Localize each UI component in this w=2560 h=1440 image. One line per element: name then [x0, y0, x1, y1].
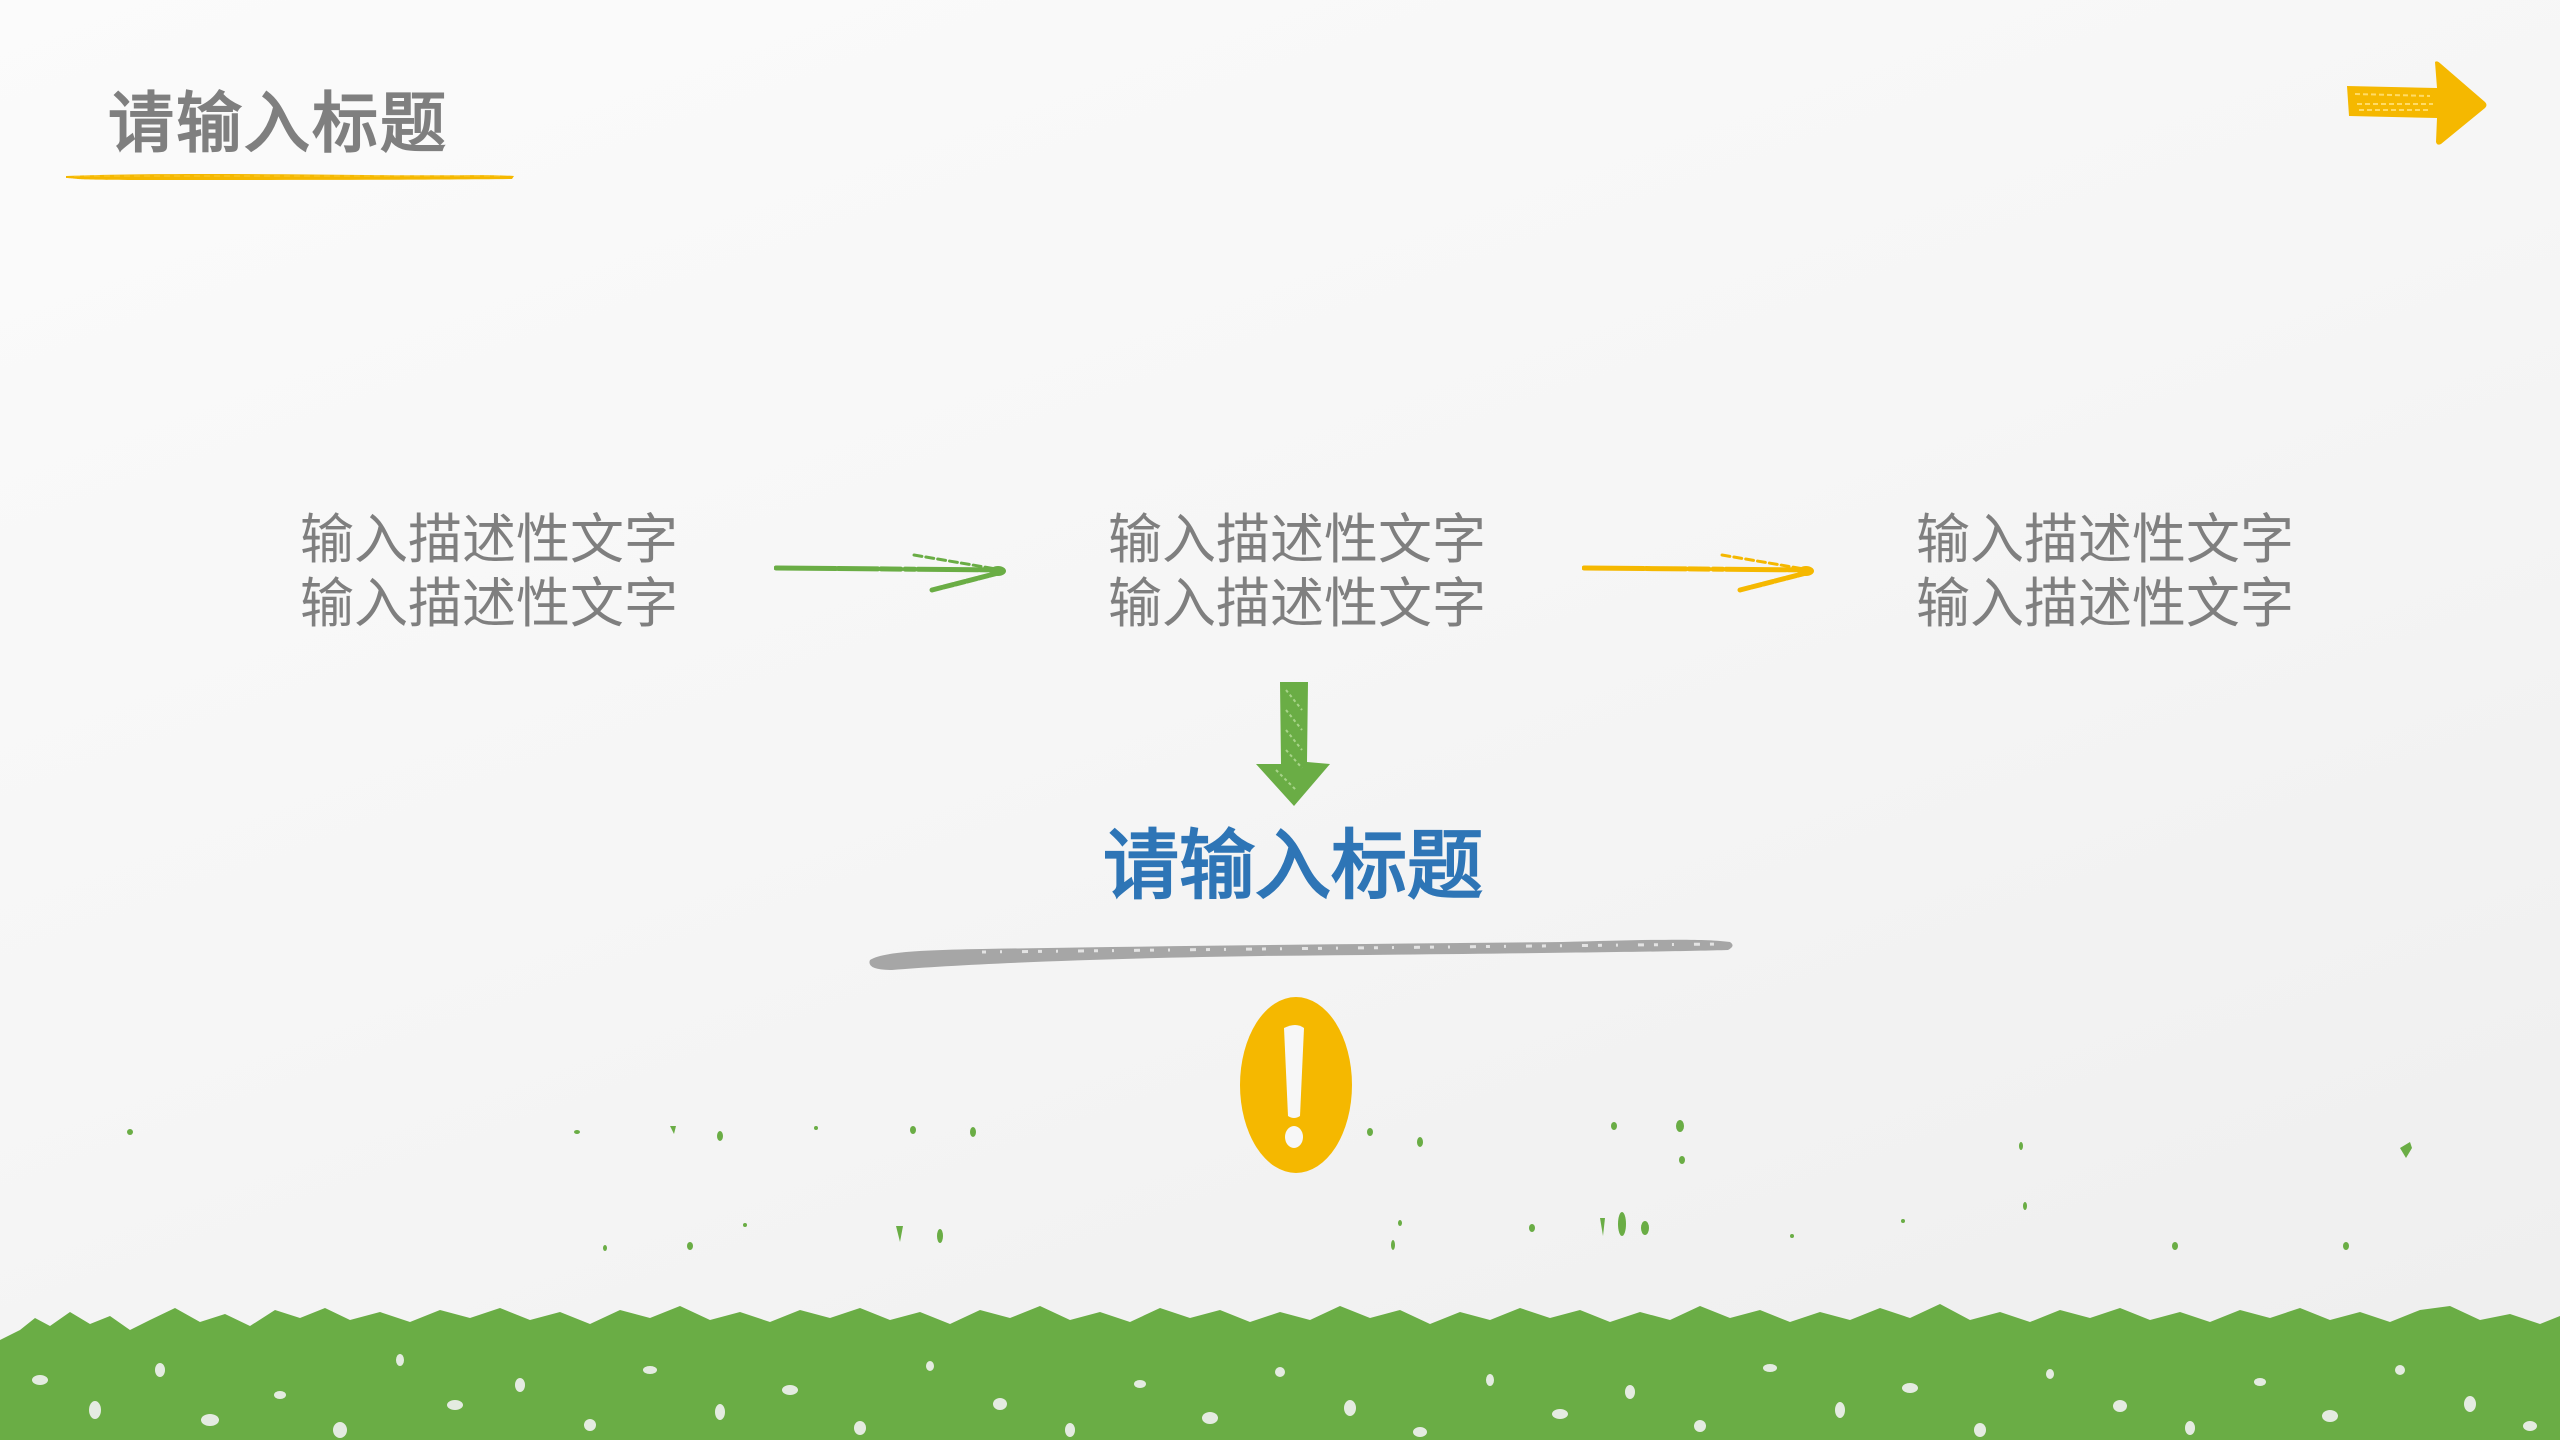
step-3-line-2: 输入描述性文字 — [1916, 572, 2294, 635]
step-1-description: 输入描述性文字 输入描述性文字 — [300, 508, 678, 636]
exclamation-icon — [1240, 997, 1352, 1173]
hand-drawn-arrow-right-icon — [774, 553, 1006, 593]
step-2-description: 输入描述性文字 输入描述性文字 — [1108, 508, 1486, 636]
step-1-line-2: 输入描述性文字 — [300, 572, 678, 635]
step-3-description: 输入描述性文字 输入描述性文字 — [1916, 508, 2294, 636]
step-2-line-2: 输入描述性文字 — [1108, 572, 1486, 635]
grass-border — [0, 1304, 2560, 1440]
step-2-line-1: 输入描述性文字 — [1108, 508, 1486, 571]
title-underline — [66, 174, 514, 180]
scribble-underline — [869, 939, 1733, 970]
hand-drawn-arrow-right-icon — [1582, 553, 1814, 593]
step-3-line-1: 输入描述性文字 — [1916, 508, 2294, 571]
arrow-right-icon[interactable] — [2345, 58, 2490, 148]
step-1-line-1: 输入描述性文字 — [300, 508, 678, 571]
grass-flecks — [127, 1120, 2412, 1251]
hand-drawn-arrow-down-icon — [1256, 682, 1330, 806]
slide-title: 请输入标题 — [108, 85, 448, 162]
center-title: 请输入标题 — [1103, 821, 1483, 910]
